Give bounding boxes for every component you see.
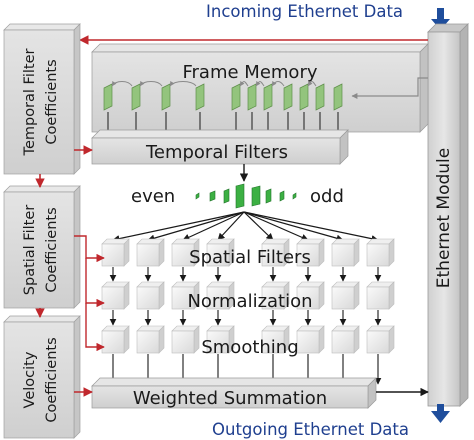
fan-arrow-1 xyxy=(112,211,245,243)
smoothing-label: Smoothing xyxy=(201,337,298,358)
fan-arrow-4 xyxy=(217,211,245,241)
grid-cell-r1-c7 xyxy=(331,238,360,267)
grid-cell-r2-c6 xyxy=(296,281,325,310)
grid-cell-r3-c1 xyxy=(101,325,130,354)
grid-cell-r1-c8 xyxy=(366,238,395,267)
frame-buffer-3 xyxy=(161,83,171,111)
fan-arrow-6 xyxy=(243,211,309,241)
fan-arrow-3 xyxy=(182,211,245,241)
grid-cell-r3-c4 xyxy=(206,325,235,354)
frame-buffer-11 xyxy=(333,83,343,111)
velocity-coeff-line1: Velocity xyxy=(22,351,38,408)
frame-buffer-9 xyxy=(299,83,309,111)
spatial-coeff-red-arrows xyxy=(74,235,105,352)
frame-memory-label: Frame Memory xyxy=(182,62,317,83)
temporal-coeff-line1: Temporal Filter xyxy=(22,49,38,157)
grid-cell-r2-c4 xyxy=(206,281,235,310)
frame-memory-frames xyxy=(103,80,343,111)
grid-cell-r3-c7 xyxy=(331,325,360,354)
grid-cell-r1-c3 xyxy=(171,238,200,267)
grid-cell-r1-c2 xyxy=(136,238,165,267)
outgoing-arrow xyxy=(431,404,450,423)
temporal-filter-1 xyxy=(195,192,200,200)
odd-label: odd xyxy=(310,186,344,207)
temporal-filters-bar: Temporal Filters xyxy=(91,129,349,165)
grid-cell-r2-c3 xyxy=(171,281,200,310)
temporal-coeff-line2: Coefficients xyxy=(44,59,60,144)
grid-cell-r1-c6 xyxy=(296,238,325,267)
grid-cell-r1-c1 xyxy=(101,238,130,267)
frame-shift-arrow-6 xyxy=(271,80,285,87)
fan-arrow-7 xyxy=(243,211,344,242)
frame-buffer-8 xyxy=(283,83,293,111)
grid-cell-r2-c5 xyxy=(261,281,290,310)
temporal-coefficients-panel: Temporal Filter Coefficients xyxy=(3,23,81,175)
frame-buffer-2 xyxy=(131,83,141,111)
fan-arrow-2 xyxy=(147,211,245,242)
spatial-coeff-line1: Spatial Filter xyxy=(22,205,38,295)
temporal-filters-label: Temporal Filters xyxy=(145,142,288,163)
fan-arrow-5 xyxy=(243,211,274,241)
frame-shift-arrow-3 xyxy=(169,80,197,87)
fan-arrow-8 xyxy=(243,211,379,243)
grid-cell-r1-c4 xyxy=(206,238,235,267)
temporal-filter-3 xyxy=(223,188,230,204)
frame-memory-input-bracket xyxy=(351,77,428,99)
frame-buffer-6 xyxy=(247,83,257,111)
velocity-coefficients-panel: Velocity Coefficients xyxy=(3,315,81,439)
frame-memory-panel: Frame Memory xyxy=(91,43,429,133)
frame-buffer-1 xyxy=(103,83,113,111)
velocity-coeff-line2: Coefficients xyxy=(44,337,60,422)
frame-shift-arrow-2 xyxy=(139,80,163,87)
grid-cell-r2-c2 xyxy=(136,281,165,310)
frame-shift-arrow-5 xyxy=(255,80,265,87)
weighted-summation-label: Weighted Summation xyxy=(133,388,327,409)
grid-cell-r2-c7 xyxy=(331,281,360,310)
processing-cell-grid xyxy=(101,238,395,354)
normalization-label: Normalization xyxy=(187,291,312,312)
even-label: even xyxy=(131,186,175,207)
outgoing-data-label: Outgoing Ethernet Data xyxy=(212,420,409,439)
grid-cell-r3-c3 xyxy=(171,325,200,354)
temporal-filter-7 xyxy=(279,190,285,202)
grid-cell-r3-c5 xyxy=(261,325,290,354)
frame-buffer-4 xyxy=(195,83,205,111)
ethernet-module: Ethernet Module xyxy=(427,23,469,407)
temporal-filter-8 xyxy=(292,192,297,200)
temporal-filter-5 xyxy=(251,185,261,207)
grid-cell-r3-c6 xyxy=(296,325,325,354)
frame-shift-arrow-7 xyxy=(307,80,317,87)
temporal-filter-bank xyxy=(195,183,297,209)
frame-shift-arrow-4 xyxy=(239,80,249,87)
frame-buffer-5 xyxy=(231,83,241,111)
grid-cell-r2-c1 xyxy=(101,281,130,310)
frame-shift-arrow-1 xyxy=(111,80,133,87)
ethernet-module-label: Ethernet Module xyxy=(434,148,454,288)
fan-out-arrows xyxy=(112,211,379,243)
spatial-filters-label: Spatial Filters xyxy=(189,247,311,268)
grid-cell-r1-c5 xyxy=(261,238,290,267)
grid-cell-r2-c8 xyxy=(366,281,395,310)
grid-cell-r3-c2 xyxy=(136,325,165,354)
spatial-coefficients-panel: Spatial Filter Coefficients xyxy=(3,185,81,309)
grid-cell-r3-c8 xyxy=(366,325,395,354)
incoming-data-label: Incoming Ethernet Data xyxy=(206,2,403,21)
weighted-summation-bar: Weighted Summation xyxy=(91,377,377,409)
frame-buffer-7 xyxy=(263,83,273,111)
temporal-filter-6 xyxy=(265,188,272,204)
frame-buffer-10 xyxy=(315,83,325,111)
temporal-filter-2 xyxy=(209,190,216,202)
spatial-coeff-line2: Coefficients xyxy=(44,207,60,292)
temporal-filter-4 xyxy=(235,183,245,209)
